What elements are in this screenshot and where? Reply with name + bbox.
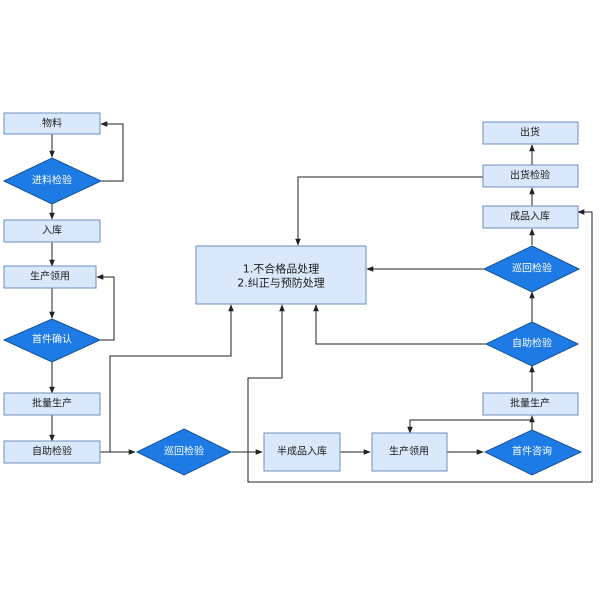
node-chengpin-label: 成品入库: [510, 210, 550, 223]
node-chuhuojianyan-label: 出货检验: [510, 169, 550, 182]
edge-xunhui-up-buhege: [247, 304, 285, 452]
node-piliang-right-label: 批量生产: [510, 397, 550, 410]
node-xunhui-mid[interactable]: 巡回检验: [135, 428, 233, 476]
node-banchengpin[interactable]: 半成品入库: [263, 432, 341, 472]
node-shoujian-right[interactable]: 首件咨询: [483, 429, 583, 476]
node-ruku[interactable]: 入库: [3, 219, 101, 243]
node-lingyong-left[interactable]: 生产领用: [3, 265, 97, 289]
node-buhege[interactable]: 1.不合格品处理 2.纠正与预防处理: [195, 245, 367, 305]
edge-shoujian-loop-lingyong-right: [407, 419, 533, 434]
node-buhege-line2: 2.纠正与预防处理: [237, 276, 325, 290]
node-chuhuojianyan[interactable]: 出货检验: [482, 164, 579, 188]
node-banchengpin-label: 半成品入库: [277, 445, 327, 458]
node-wuliao-label: 物料: [42, 117, 62, 130]
node-piliang-left[interactable]: 批量生产: [3, 392, 101, 416]
node-lingyong-mid[interactable]: 生产领用: [371, 432, 448, 472]
edge-jinliao-loop-wuliao: [100, 121, 124, 182]
node-piliang-right[interactable]: 批量生产: [482, 392, 579, 416]
node-ruku-label: 入库: [42, 224, 62, 237]
node-lingyong-mid-label: 生产领用: [389, 445, 429, 458]
node-buhege-line1: 1.不合格品处理: [243, 262, 320, 276]
node-xunhui-right-label: 巡回检验: [512, 262, 552, 275]
node-wuliao[interactable]: 物料: [3, 112, 101, 135]
edges: [49, 121, 593, 483]
node-zijian-right-label: 自助检验: [512, 337, 552, 350]
node-chuhuo[interactable]: 出货: [482, 121, 579, 145]
node-jinliao-label: 进料检验: [32, 174, 72, 187]
node-lingyong-left-label: 生产领用: [30, 270, 70, 283]
node-shoujian-left[interactable]: 首件确认: [2, 318, 102, 363]
node-shoujian-right-label: 首件咨询: [512, 445, 552, 458]
node-xunhui-mid-label: 巡回检验: [164, 445, 204, 458]
edge-zijian-up-buhege: [109, 304, 234, 452]
node-chengpin[interactable]: 成品入库: [482, 205, 579, 229]
node-shoujian-left-label: 首件确认: [32, 333, 72, 346]
edge-bottom-loop-chengpin: [247, 209, 593, 483]
edge-zijian-right-buhege: [313, 304, 486, 345]
node-zijian-left-label: 自助检验: [32, 445, 72, 458]
edge-chuhuojianyan-buhege: [295, 176, 483, 246]
node-chuhuo-label: 出货: [520, 126, 540, 139]
node-zijian-right[interactable]: 自助检验: [484, 321, 580, 367]
node-jinliao[interactable]: 进料检验: [2, 157, 103, 205]
node-piliang-left-label: 批量生产: [32, 397, 72, 410]
edge-shoujian-loop-lingyong: [96, 274, 115, 341]
nodes: 物料 进料检验 入库 生产领用 首件确认 批量生产 自助检验: [2, 112, 583, 476]
node-xunhui-right[interactable]: 巡回检验: [482, 245, 581, 293]
node-zijian-left[interactable]: 自助检验: [3, 440, 101, 464]
